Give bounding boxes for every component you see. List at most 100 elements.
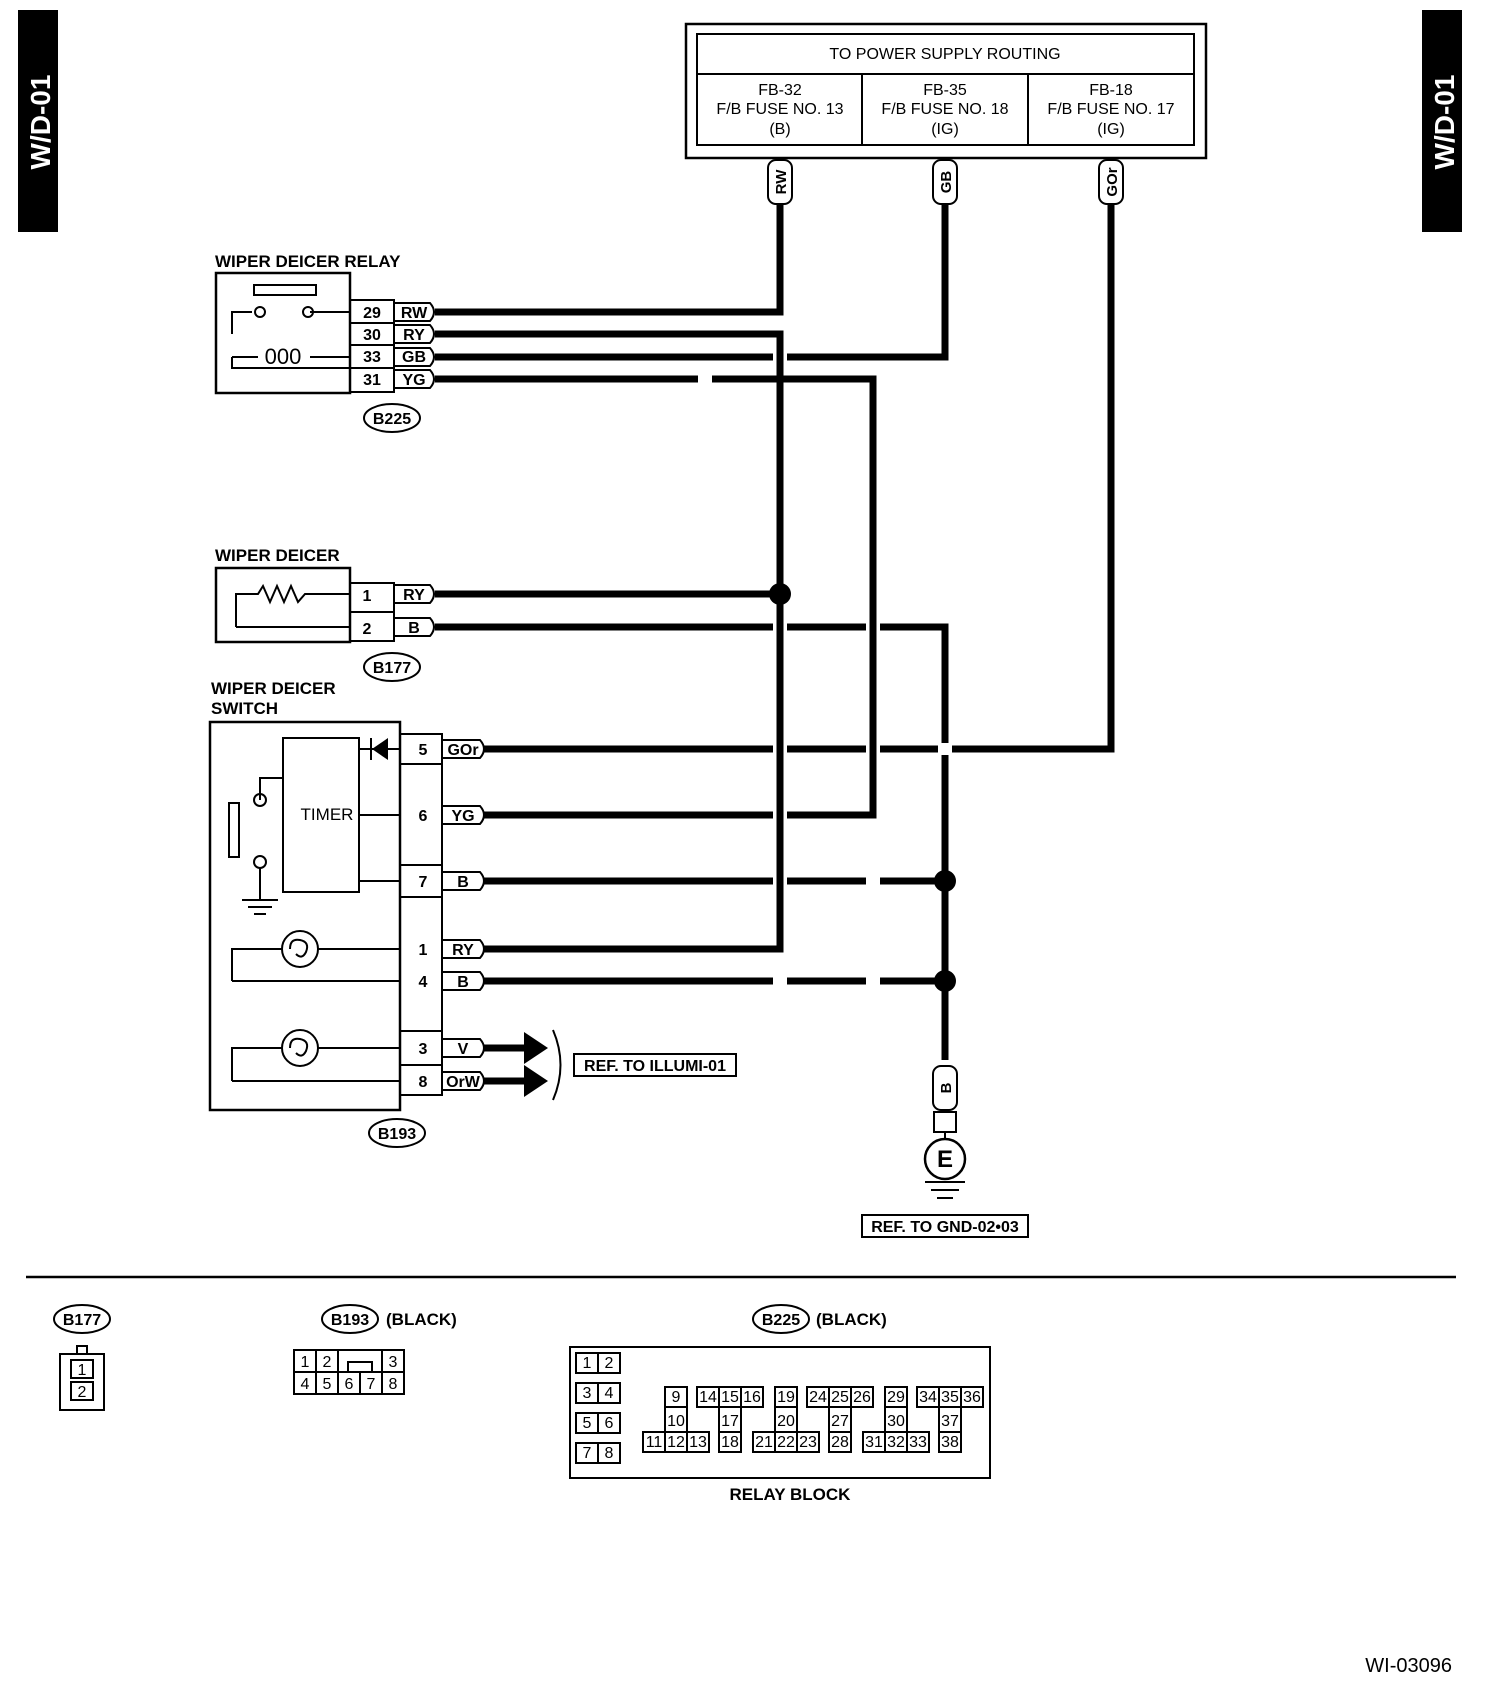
svg-text:5: 5: [419, 742, 428, 759]
connector-pin: [597, 1352, 621, 1374]
svg-text:7: 7: [419, 874, 428, 891]
arrow-icon: [524, 1032, 548, 1064]
svg-text:RW: RW: [401, 305, 428, 322]
junction-dot: [934, 970, 956, 992]
deicer-title: WIPER DEICER: [215, 546, 340, 565]
svg-text:(BLACK): (BLACK): [816, 1310, 887, 1329]
connector-pin-label: 35: [941, 1389, 959, 1406]
connector-pin-label: 28: [831, 1434, 849, 1451]
connector-pin: [774, 1386, 798, 1408]
connector-view-b177: B177 1 2: [53, 1304, 111, 1411]
connector-pin-label: 36: [963, 1389, 981, 1406]
connector-pin-label: 15: [721, 1389, 739, 1406]
svg-text:B: B: [938, 1082, 955, 1093]
svg-text:6: 6: [419, 808, 428, 825]
connector-pin-label: 5: [583, 1415, 592, 1432]
connector-pin-label: 23: [799, 1434, 817, 1451]
svg-text:RELAY BLOCK: RELAY BLOCK: [730, 1485, 852, 1504]
connector-pin: [938, 1431, 962, 1453]
connector-pin-label: 14: [699, 1389, 717, 1406]
svg-text:W/D-01: W/D-01: [1429, 75, 1460, 170]
lamp-icon: [281, 930, 319, 968]
connector-pin-label: 27: [831, 1413, 849, 1430]
connector-pin-label: 16: [743, 1389, 761, 1406]
wire-yg-b: [712, 375, 877, 819]
svg-text:4: 4: [301, 1376, 310, 1393]
connector-pin: [850, 1386, 874, 1408]
connector-pin-label: 13: [689, 1434, 707, 1451]
svg-text:5: 5: [323, 1376, 332, 1393]
connector-pin: [597, 1412, 621, 1434]
svg-text:1: 1: [419, 942, 428, 959]
svg-text:B: B: [408, 620, 420, 637]
power-supply-box: TO POWER SUPPLY ROUTING FB-32 F/B FUSE N…: [684, 22, 1208, 160]
connector-pin-label: 25: [831, 1389, 849, 1406]
connector-pin-label: 38: [941, 1434, 959, 1451]
svg-text:(IG): (IG): [931, 121, 959, 138]
connector-pin-label: 24: [809, 1389, 827, 1406]
fuse-fb35: FB-35 F/B FUSE NO. 18 (IG): [881, 82, 1008, 138]
svg-text:(BLACK): (BLACK): [386, 1310, 457, 1329]
connector-pin: [796, 1431, 820, 1453]
svg-text:REF. TO GND-02•03: REF. TO GND-02•03: [871, 1219, 1019, 1236]
connector-pin-label: 37: [941, 1413, 959, 1430]
svg-text:7: 7: [367, 1376, 376, 1393]
connector-pin: [828, 1431, 852, 1453]
svg-text:30: 30: [363, 327, 381, 344]
svg-text:4: 4: [419, 974, 428, 991]
svg-text:1: 1: [301, 1354, 310, 1371]
wire-ry: [435, 330, 784, 953]
svg-text:3: 3: [389, 1354, 398, 1371]
connector-pin-label: 3: [583, 1385, 592, 1402]
connector-pin: [597, 1442, 621, 1464]
svg-text:B177: B177: [63, 1312, 101, 1329]
connector-pin-label: 1: [583, 1355, 592, 1372]
connector-pin-label: 32: [887, 1434, 905, 1451]
ground-symbol-icon: [242, 899, 278, 915]
connector-pin-label: 20: [777, 1413, 795, 1430]
svg-text:FB-32: FB-32: [758, 82, 802, 99]
fuse-fb32: FB-32 F/B FUSE NO. 13 (B): [716, 82, 843, 138]
svg-text:33: 33: [363, 349, 381, 366]
connector-pin-label: 29: [887, 1389, 905, 1406]
connector-pin-label: 11: [646, 1434, 663, 1451]
svg-text:(IG): (IG): [1097, 121, 1125, 138]
connector-pin-label: 22: [777, 1434, 795, 1451]
svg-text:YG: YG: [402, 372, 425, 389]
svg-text:1: 1: [78, 1362, 87, 1379]
diode-icon: [372, 738, 388, 760]
svg-text:W/D-01: W/D-01: [25, 75, 56, 170]
wiper-deicer: WIPER DEICER 1 2 RY B B177: [214, 546, 435, 682]
right-side-tab: W/D-01: [1422, 10, 1462, 232]
svg-text:RY: RY: [403, 327, 425, 344]
svg-text:B225: B225: [373, 411, 411, 428]
svg-text:6: 6: [345, 1376, 354, 1393]
connector-pin-label: 2: [605, 1355, 614, 1372]
left-side-tab: W/D-01: [18, 10, 58, 232]
connector-pin-label: 21: [755, 1434, 773, 1451]
svg-text:B193: B193: [331, 1312, 369, 1329]
connector-pin-label: 33: [909, 1434, 927, 1451]
svg-text:YG: YG: [451, 808, 474, 825]
ref-illumi: REF. TO ILLUMI-01: [573, 1053, 737, 1077]
arrow-icon: [524, 1065, 548, 1097]
svg-text:2: 2: [363, 621, 372, 638]
svg-text:8: 8: [419, 1074, 428, 1091]
wire-gor: [484, 202, 1115, 753]
svg-text:RY: RY: [452, 942, 474, 959]
ground-e-icon: [923, 1137, 967, 1181]
figure-id: WI-03096: [1365, 1655, 1452, 1677]
ground-point: B E REF. TO GND-02•03: [861, 1065, 1029, 1238]
svg-text:E: E: [937, 1146, 953, 1173]
svg-text:TIMER: TIMER: [301, 805, 354, 824]
connector-pin: [884, 1386, 908, 1408]
relay-title: WIPER DEICER RELAY: [215, 252, 401, 271]
svg-text:REF. TO ILLUMI-01: REF. TO ILLUMI-01: [584, 1058, 726, 1075]
connector-pin: [740, 1386, 764, 1408]
connector-pin-label: 31: [865, 1434, 883, 1451]
svg-text:F/B FUSE NO. 17: F/B FUSE NO. 17: [1047, 101, 1174, 118]
svg-text:3: 3: [419, 1041, 428, 1058]
svg-text:B193: B193: [378, 1126, 416, 1143]
svg-text:RY: RY: [403, 587, 425, 604]
svg-text:8: 8: [389, 1376, 398, 1393]
